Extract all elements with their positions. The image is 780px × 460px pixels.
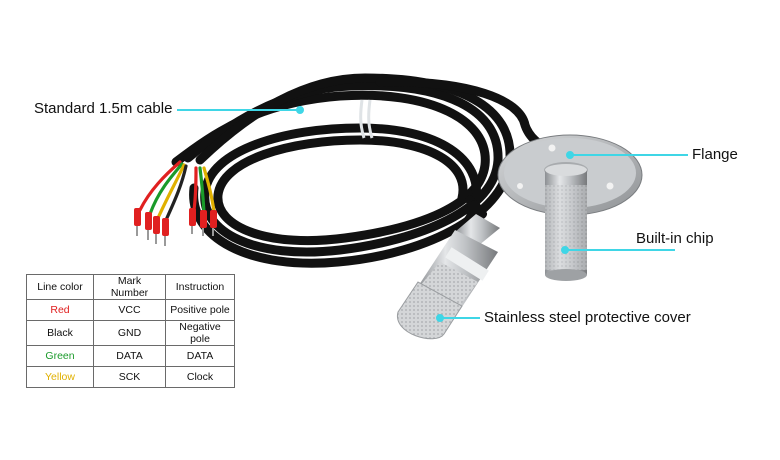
- instruction-cell: DATA: [165, 345, 235, 367]
- mark-number-cell: SCK: [93, 366, 166, 388]
- mark-number-cell: VCC: [93, 299, 166, 321]
- col-line-color: Line color: [26, 274, 94, 300]
- line-color-cell: Yellow: [26, 366, 94, 388]
- col-mark-number: Mark Number: [93, 274, 166, 300]
- crimp-terminals: [134, 208, 217, 246]
- built-in-chip-probe: [545, 164, 587, 281]
- table-row: Yellow SCK Clock: [26, 366, 235, 388]
- cable-tie: [359, 99, 374, 139]
- instruction-cell: Clock: [165, 366, 235, 388]
- instruction-cell: Negative pole: [165, 320, 235, 346]
- line-color-cell: Black: [26, 320, 94, 346]
- callout-lines: [177, 106, 688, 322]
- mark-number-cell: DATA: [93, 345, 166, 367]
- cable-callout-label: Standard 1.5m cable: [34, 100, 173, 117]
- flange-callout-label: Flange: [692, 146, 738, 163]
- line-color-cell: Green: [26, 345, 94, 367]
- cover-callout-label: Stainless steel protective cover: [484, 309, 691, 326]
- chip-callout-label: Built-in chip: [636, 230, 714, 247]
- table-row: Black GND Negative pole: [26, 320, 235, 346]
- wiring-table: Line color Mark Number Instruction Red V…: [26, 274, 235, 388]
- table-row: Red VCC Positive pole: [26, 299, 235, 321]
- mark-number-cell: GND: [93, 320, 166, 346]
- wiring-table-header: Line color Mark Number Instruction: [26, 274, 235, 300]
- wire-leads: [138, 160, 216, 222]
- stainless-steel-cover-probe: [397, 200, 500, 340]
- table-row: Green DATA DATA: [26, 345, 235, 367]
- line-color-cell: Red: [26, 299, 94, 321]
- instruction-cell: Positive pole: [165, 299, 235, 321]
- col-instruction: Instruction: [165, 274, 235, 300]
